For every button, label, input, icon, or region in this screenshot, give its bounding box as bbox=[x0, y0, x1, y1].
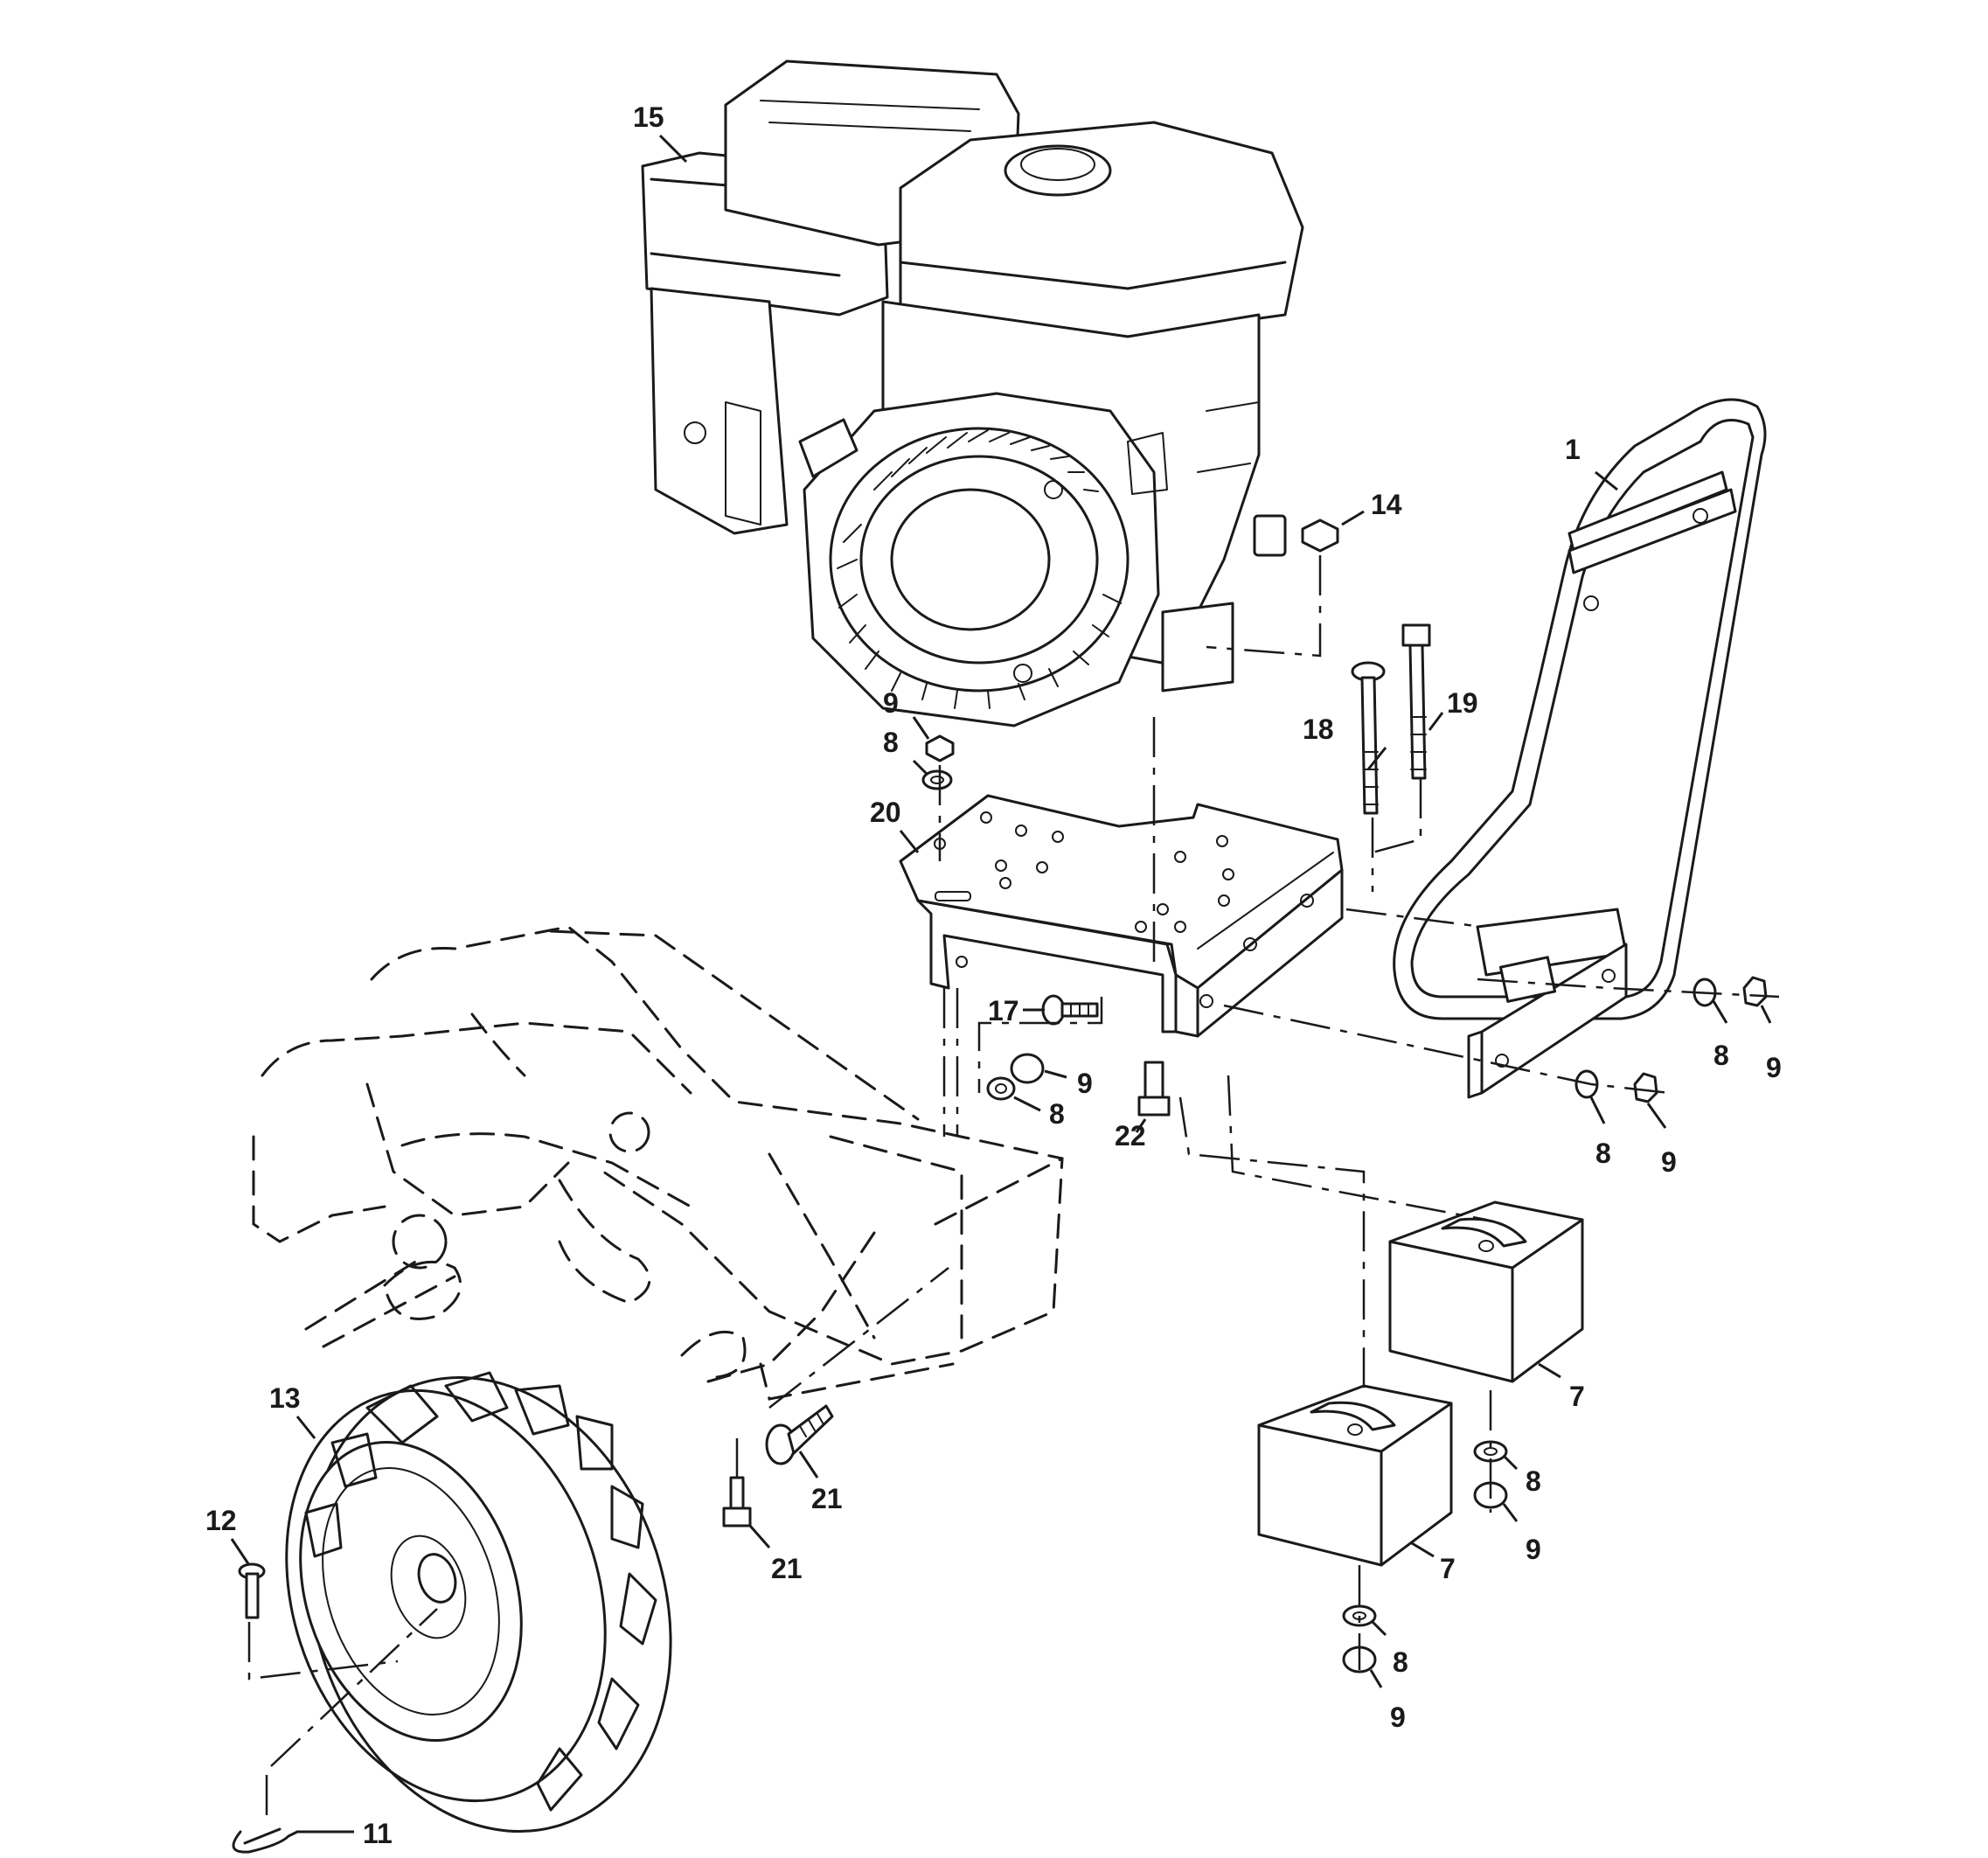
callout-11: 11 bbox=[363, 1818, 393, 1849]
callout-labels: 1 7 7 8 8 8 8 8 8 9 9 9 9 9 9 11 12 13 1… bbox=[205, 101, 1782, 1849]
callout-22: 22 bbox=[1115, 1120, 1146, 1152]
callout-18: 18 bbox=[1303, 713, 1334, 745]
callout-19: 19 bbox=[1447, 687, 1478, 719]
callout-21: 21 bbox=[811, 1483, 843, 1514]
callout-8: 8 bbox=[1526, 1465, 1541, 1497]
callout-9: 9 bbox=[883, 687, 899, 719]
assembly-lines bbox=[247, 555, 1780, 1823]
callout-9: 9 bbox=[1526, 1534, 1541, 1565]
callout-9: 9 bbox=[1661, 1146, 1677, 1178]
engine-assembly bbox=[641, 59, 1304, 727]
callout-8: 8 bbox=[883, 727, 899, 758]
callout-1: 1 bbox=[1565, 434, 1581, 465]
callout-14: 14 bbox=[1371, 489, 1402, 520]
handle-bumper bbox=[1393, 398, 1767, 1099]
callout-8: 8 bbox=[1713, 1040, 1729, 1071]
callout-9: 9 bbox=[1390, 1701, 1406, 1733]
callout-13: 13 bbox=[269, 1382, 301, 1414]
callout-9: 9 bbox=[1766, 1052, 1782, 1083]
counter-weights bbox=[1257, 1200, 1584, 1567]
wheel-tire bbox=[285, 1371, 672, 1833]
tiller-frame-outline bbox=[252, 925, 1064, 1401]
callout-12: 12 bbox=[205, 1505, 237, 1536]
callout-15: 15 bbox=[633, 101, 664, 133]
callout-7: 7 bbox=[1569, 1381, 1585, 1412]
callout-8: 8 bbox=[1393, 1646, 1408, 1678]
callout-21: 21 bbox=[771, 1553, 803, 1584]
callout-leaders bbox=[230, 134, 1772, 1834]
callout-8: 8 bbox=[1595, 1138, 1611, 1169]
engine-mount-plate bbox=[899, 794, 1344, 1038]
callout-8: 8 bbox=[1049, 1098, 1065, 1130]
callout-20: 20 bbox=[870, 797, 901, 828]
callout-7: 7 bbox=[1440, 1553, 1456, 1584]
callout-17: 17 bbox=[988, 995, 1019, 1026]
callout-9: 9 bbox=[1077, 1068, 1093, 1099]
